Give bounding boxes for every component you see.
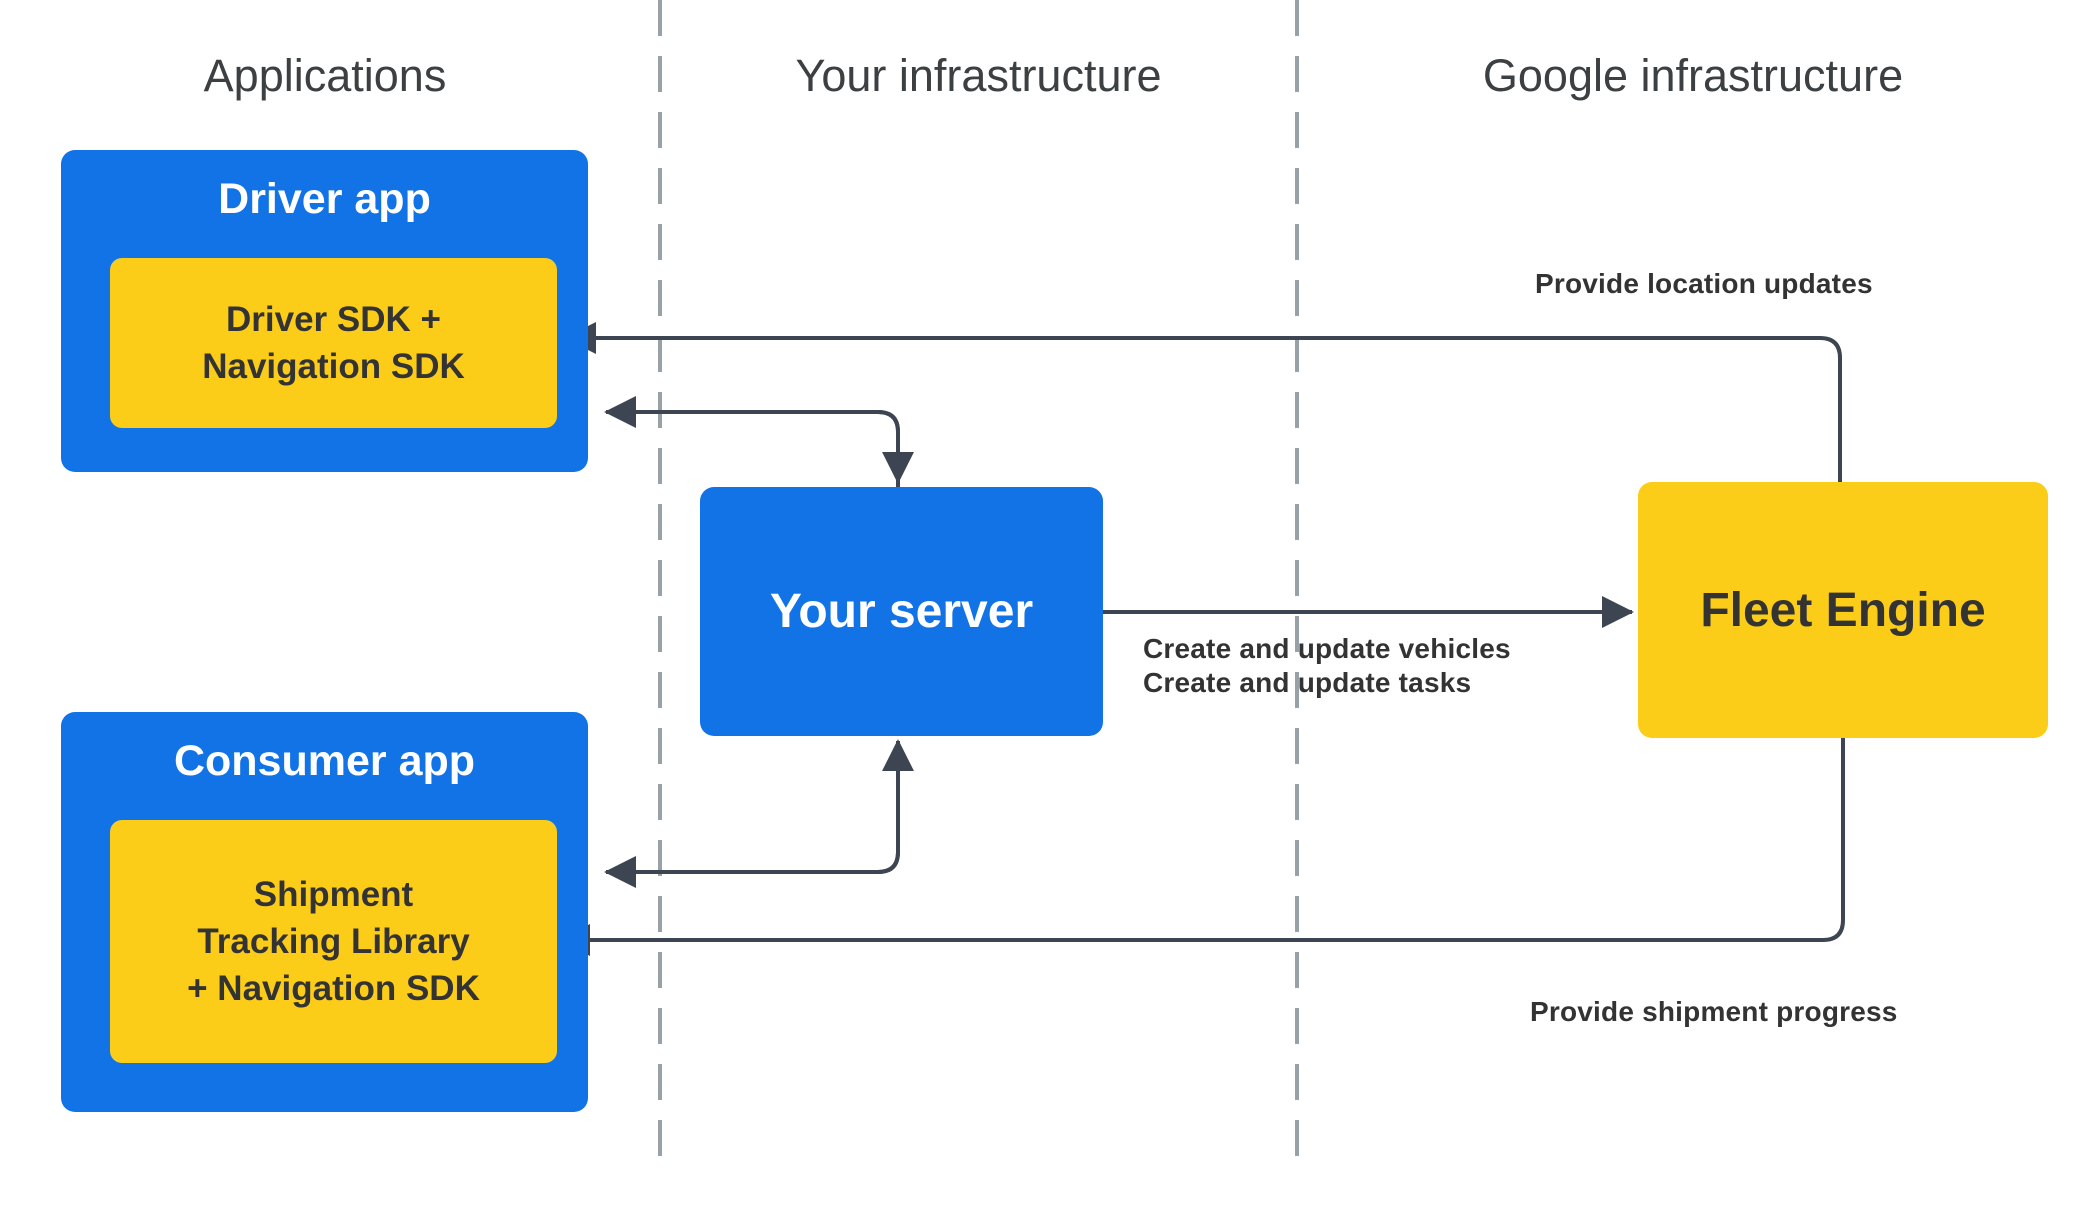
column-header-your-infrastructure: Your infrastructure — [795, 50, 1162, 101]
edge-label-provide-shipment-progress: Provide shipment progress — [1530, 996, 1898, 1027]
edge-fleet-to-driver-sdk — [564, 322, 1842, 482]
node-shipment-tracking-library[interactable]: Shipment Tracking Library + Navigation S… — [110, 820, 557, 1063]
edge-label-create-and-update-vehicles: Create and update vehicles — [1143, 633, 1511, 664]
edge-driver-app-to-server — [610, 410, 914, 484]
node-fleet-engine[interactable]: Fleet Engine — [1638, 482, 2048, 738]
driver-app-title: Driver app — [218, 175, 431, 223]
edge-label-create-and-update-tasks: Create and update tasks — [1143, 667, 1472, 699]
node-your-server[interactable]: Your server — [700, 487, 1103, 736]
edge-server-to-consumer-app — [604, 741, 900, 888]
your-server-label: Your server — [769, 585, 1034, 638]
node-driver-app[interactable]: Driver app Driver SDK + Navigation SDK — [61, 150, 588, 472]
consumer-app-title: Consumer app — [173, 737, 476, 785]
node-driver-sdk[interactable]: Driver SDK + Navigation SDK — [110, 258, 557, 428]
driver-sdk-label: Driver SDK + Navigation SDK — [202, 299, 465, 386]
edge-server-to-driver-app — [604, 396, 900, 487]
fleet-engine-label: Fleet Engine — [1700, 583, 1986, 637]
column-header-google-infrastructure: Google infrastructure — [1482, 50, 1904, 101]
node-consumer-app[interactable]: Consumer app Shipment Tracking Library +… — [61, 712, 588, 1112]
edge-label-provide-location-updates: Provide location updates — [1535, 268, 1873, 299]
edge-consumer-app-to-server — [606, 739, 914, 874]
consumer-sdk-label: Shipment Tracking Library + Navigation S… — [187, 874, 480, 1009]
edge-label-create-and-update: Create and update vehicles Create and up… — [1143, 632, 1511, 700]
column-header-applications: Applications — [203, 50, 447, 101]
edge-fleet-to-consumer-sdk — [558, 738, 1845, 956]
